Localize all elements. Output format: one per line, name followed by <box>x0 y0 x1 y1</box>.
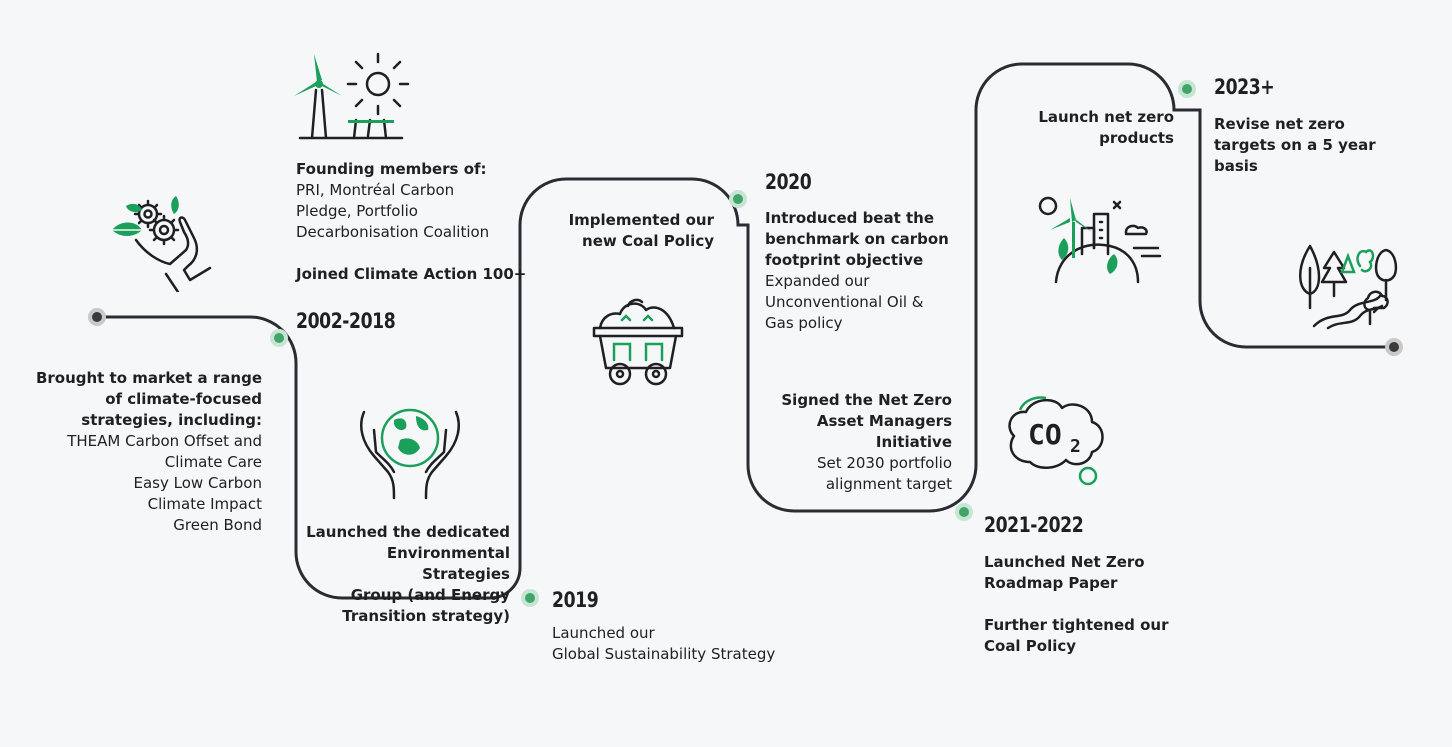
signed-line: Signed the Net Zero <box>781 391 952 409</box>
svg-text:CO: CO <box>1028 418 1062 451</box>
roadmap-line: Roadmap Paper <box>984 574 1118 592</box>
strategy-item: Green Bond <box>173 516 262 534</box>
launched-line: Launched the dedicated <box>306 523 510 541</box>
brought-line: strategies, including: <box>81 411 262 429</box>
founding-members-block: Founding members of: PRI, Montréal Carbo… <box>296 159 536 285</box>
global-strategy-block: Launched our Global Sustainability Strat… <box>552 623 822 665</box>
year-2020: 2020 <box>765 170 812 194</box>
coal-line: Implemented our <box>568 211 714 229</box>
coal-cart-icon <box>592 298 684 386</box>
strategy-item: Climate Impact <box>147 495 262 513</box>
signed-net-zero-block: Signed the Net Zero Asset Managers Initi… <box>760 390 952 495</box>
products-line: Launch net zero <box>1038 108 1174 126</box>
set-line: alignment target <box>825 475 952 493</box>
tightened-line: Further tightened our <box>984 616 1169 634</box>
year-2002-2018: 2002-2018 <box>296 309 396 333</box>
revise-line: targets on a 5 year <box>1214 136 1376 154</box>
wind-turbine-sun-icon <box>294 52 410 140</box>
year-2023: 2023+ <box>1214 75 1275 99</box>
set-line: Set 2030 portfolio <box>816 454 952 472</box>
expanded-line: Unconventional Oil & <box>765 293 924 311</box>
joined-text: Joined Climate Action 100+ <box>296 265 527 283</box>
beat-line: benchmark on carbon <box>765 230 949 248</box>
coal-line: new Coal Policy <box>582 232 714 250</box>
strategy-item: Climate Care <box>164 453 262 471</box>
launched-line: Group (and Energy <box>350 586 510 604</box>
launched-dedicated-block: Launched the dedicated Environmental Str… <box>296 522 510 627</box>
roadmap-line: Launched Net Zero <box>984 553 1145 571</box>
net-zero-products-block: Launch net zero products <box>1000 107 1174 149</box>
launched-line: Environmental Strategies <box>386 544 510 583</box>
milestone-dot-2021 <box>955 503 973 521</box>
expanded-line: Expanded our <box>765 272 870 290</box>
co2-cloud-icon: CO 2 <box>1008 396 1104 486</box>
milestone-dot-2002 <box>270 329 288 347</box>
brought-to-market-block: Brought to market a range of climate-foc… <box>20 368 262 536</box>
coal-policy-block: Implemented our new Coal Policy <box>540 210 714 252</box>
svg-text:2: 2 <box>1070 436 1081 457</box>
milestone-dot-2023 <box>1178 80 1196 98</box>
revise-targets-block: Revise net zero targets on a 5 year basi… <box>1214 114 1414 177</box>
founding-line: Pledge, Portfolio <box>296 202 418 220</box>
beat-line: Introduced beat the <box>765 209 935 227</box>
revise-line: basis <box>1214 157 1258 175</box>
beat-benchmark-block: Introduced beat the benchmark on carbon … <box>765 208 965 334</box>
brought-line: of climate-focused <box>105 390 262 408</box>
launched-line: Transition strategy) <box>342 607 510 625</box>
expanded-line: Gas policy <box>765 314 843 332</box>
milestone-dot-2019 <box>521 589 539 607</box>
global-strategy-line: Global Sustainability Strategy <box>552 645 776 663</box>
start-dot-center <box>92 312 102 322</box>
signed-line: Initiative <box>875 433 952 451</box>
forest-trees-icon <box>1299 244 1398 330</box>
timeline-curve <box>97 62 1394 600</box>
global-strategy-line: Launched our <box>552 624 655 642</box>
green-city-planet-icon <box>1038 196 1162 284</box>
roadmap-block: Launched Net Zero Roadmap Paper Further … <box>984 552 1194 657</box>
milestone-dot-2020 <box>729 190 747 208</box>
founding-title: Founding members of: <box>296 160 487 178</box>
brought-line: Brought to market a range <box>35 369 262 387</box>
strategy-item: THEAM Carbon Offset and <box>67 432 262 450</box>
end-dot-center <box>1389 342 1399 352</box>
strategy-item: Easy Low Carbon <box>133 474 262 492</box>
founding-line: PRI, Montréal Carbon <box>296 181 455 199</box>
year-2019: 2019 <box>552 588 599 612</box>
hand-gears-icon <box>112 196 212 292</box>
tightened-line: Coal Policy <box>984 637 1077 655</box>
revise-line: Revise net zero <box>1214 115 1345 133</box>
hands-globe-icon <box>360 408 460 500</box>
signed-line: Asset Managers <box>816 412 952 430</box>
beat-line: footprint objective <box>765 251 924 269</box>
year-2021-2022: 2021-2022 <box>984 513 1084 537</box>
products-line: products <box>1099 129 1174 147</box>
founding-line: Decarbonisation Coalition <box>296 223 490 241</box>
